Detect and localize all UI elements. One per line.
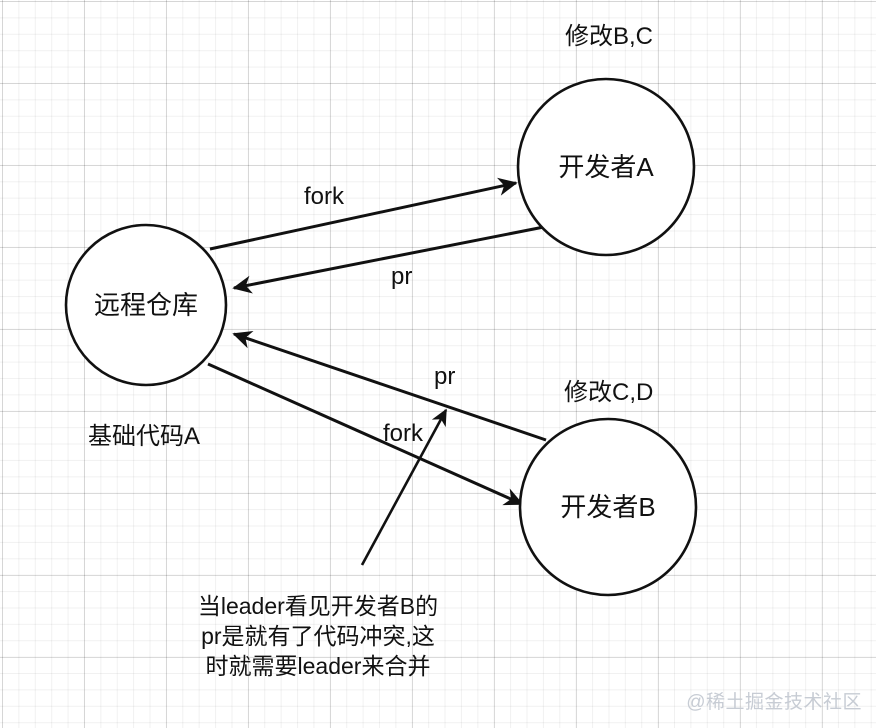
node-remote-repo-circle [64,223,228,387]
edge-pr-from-dev-b [232,331,547,442]
caption-modify-b-c: 修改B,C [565,23,654,50]
edge-pr-from-dev-a [232,224,550,294]
caption-modify-c-d: 修改C,D [564,379,654,406]
edge-label-fork-b: fork [383,420,424,447]
annotation-callout-arrow [360,408,448,566]
edge-label-pr-a: pr [391,263,413,290]
node-remote-repo[interactable]: 远程仓库 [64,223,228,387]
node-developer-b[interactable]: 开发者B [518,417,698,597]
watermark: @稀土掘金技术社区 [686,692,862,713]
node-developer-a-circle [516,77,696,257]
node-developer-a-label: 开发者A [558,152,654,182]
node-developer-b-label: 开发者B [560,492,655,522]
edge-fork-to-dev-b [207,362,524,506]
edge-label-pr-b: pr [434,363,456,390]
annotation-note: 当leader看见开发者B的 pr是就有了代码冲突,这 时就需要leader来合… [188,592,448,682]
node-developer-a[interactable]: 开发者A [516,77,696,257]
annotation-note-line-3: 时就需要leader来合并 [205,652,431,679]
annotation-note-line-1: 当leader看见开发者B的 [197,593,439,619]
edge-label-fork-a: fork [304,183,345,210]
node-remote-repo-label: 远程仓库 [94,290,198,320]
annotation-note-line-2: pr是就有了代码冲突,这 [201,622,435,649]
node-developer-b-circle [518,417,698,597]
caption-base-code-a: 基础代码A [88,423,201,450]
edge-fork-to-dev-a [209,177,518,251]
